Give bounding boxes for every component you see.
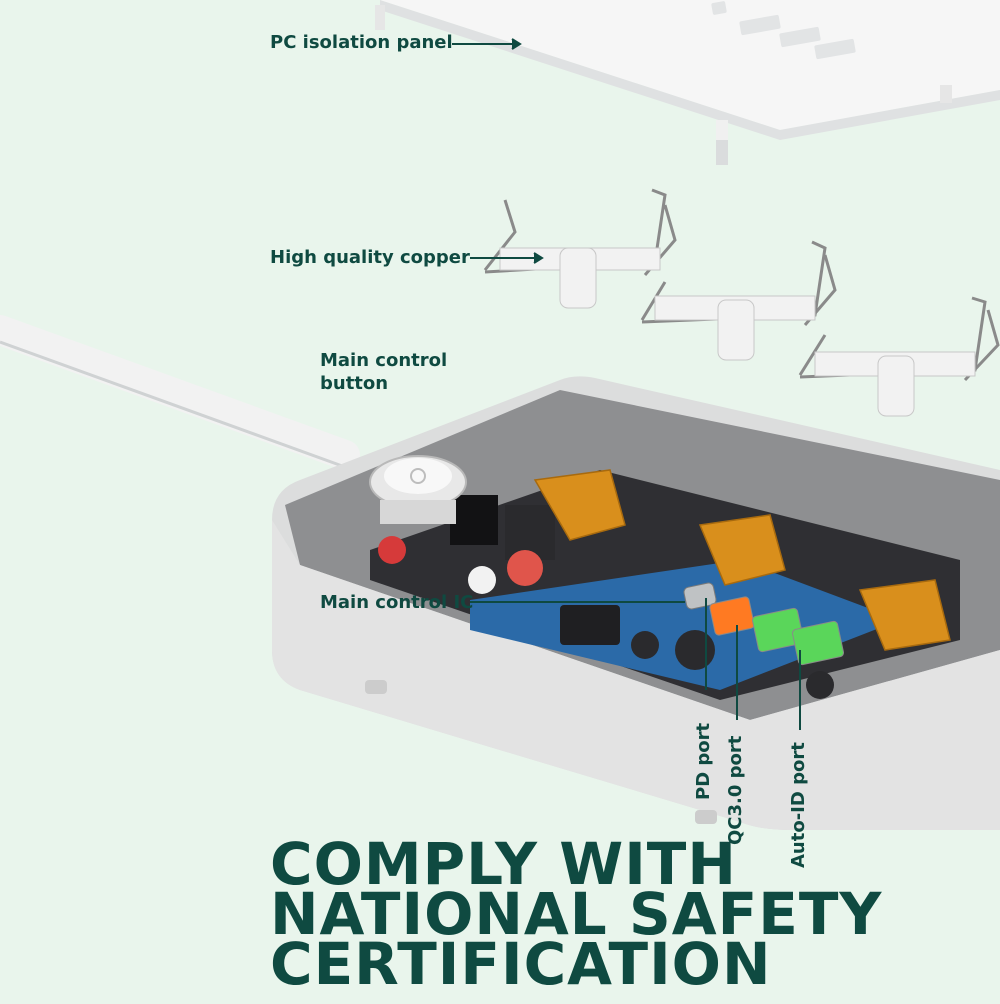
copper-sockets (533, 469, 951, 651)
label-main-control-button-line2: button (320, 373, 389, 394)
main-control-button (369, 455, 467, 524)
usb-ports (683, 582, 844, 666)
label-main-control-button-line1: Main control (320, 350, 448, 371)
label-high-quality-copper: High quality copper (270, 247, 470, 268)
headline-line-2: NATIONAL SAFETY (270, 880, 883, 948)
label-pd-port: PD port (693, 722, 714, 800)
label-qc3-port: QC3.0 port (725, 735, 746, 845)
label-auto-id-port: Auto-ID port (788, 742, 809, 868)
power-cable (0, 315, 360, 470)
label-main-control-ic: Main control IC (320, 592, 474, 613)
pc-isolation-panel (375, 0, 1000, 165)
label-pc-isolation-panel: PC isolation panel (270, 32, 453, 53)
headline-line-1: COMPLY WITH (270, 830, 737, 898)
headline-line-3: CERTIFICATION (270, 930, 772, 998)
leader-lines (452, 38, 801, 730)
label-main-control-button: Main control button (320, 350, 447, 394)
